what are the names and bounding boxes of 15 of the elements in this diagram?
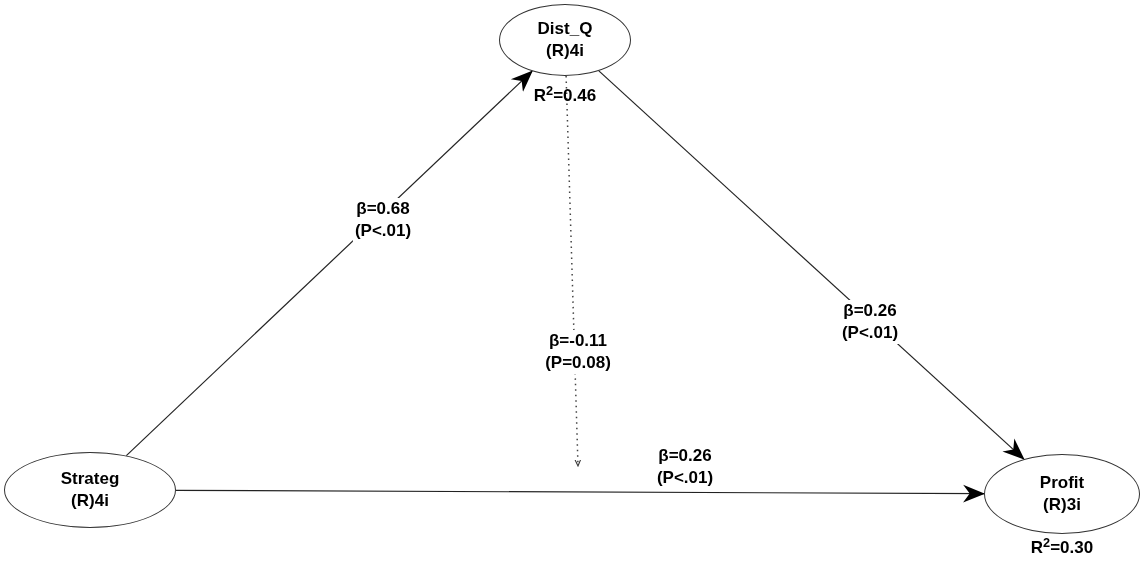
node-label: (R)4i bbox=[71, 490, 109, 512]
r-squared-label: R$^{2}$=0.46 bbox=[533, 83, 597, 108]
node-label: (R)3i bbox=[1043, 494, 1081, 516]
r-squared-label: R$^{2}$=0.30 bbox=[1030, 535, 1094, 560]
arrow bbox=[598, 70, 1025, 460]
arrow bbox=[565, 75, 582, 467]
node-label: Profit bbox=[1039, 472, 1085, 494]
edge-label: β=0.68 (P<.01) bbox=[352, 198, 414, 242]
node-label: Dist_Q bbox=[537, 18, 593, 40]
edge-label: β=-0.11 (P=0.08) bbox=[543, 330, 613, 374]
arrow bbox=[175, 484, 986, 503]
edge-label: β=0.26 (P<.01) bbox=[839, 300, 901, 344]
node-label: (R)4i bbox=[546, 40, 584, 62]
node-label: Strateg bbox=[60, 468, 120, 490]
arrow bbox=[125, 70, 533, 457]
